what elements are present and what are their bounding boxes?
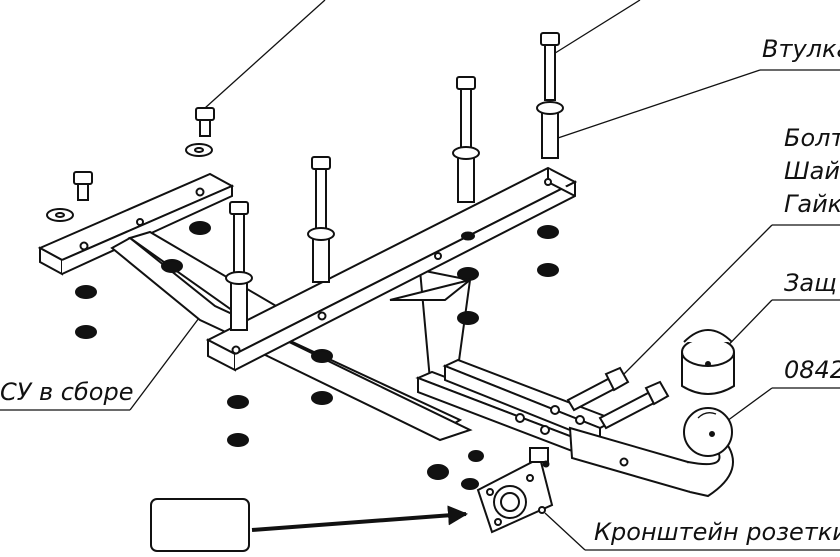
left-plate-bolts [46, 107, 215, 222]
left-mounting-plate [37, 172, 235, 276]
label-tow-assembly: СУ в сборе [0, 378, 133, 406]
label-socket-bracket: Кронштейн розетки [594, 518, 840, 546]
underframe-braces [110, 230, 473, 442]
label-sleeve: Втулка [762, 35, 840, 63]
main-cross-beam [205, 166, 578, 372]
tow-ball [683, 407, 733, 457]
label-bolt: Болт [784, 124, 840, 152]
drawbar-bolts [566, 366, 670, 430]
protective-cap [681, 329, 735, 395]
vertical-bolts [225, 32, 564, 331]
label-ball-code: 0842 [784, 356, 840, 384]
socket-bracket [476, 447, 554, 534]
label-nut: Гайк [784, 190, 840, 218]
label-washer: Шайб [784, 157, 840, 185]
washers-and-nuts [75, 221, 559, 490]
blank-callout-box [150, 498, 250, 552]
arrow-right-icon [251, 505, 468, 532]
label-protective-cap: Защ [784, 269, 837, 297]
